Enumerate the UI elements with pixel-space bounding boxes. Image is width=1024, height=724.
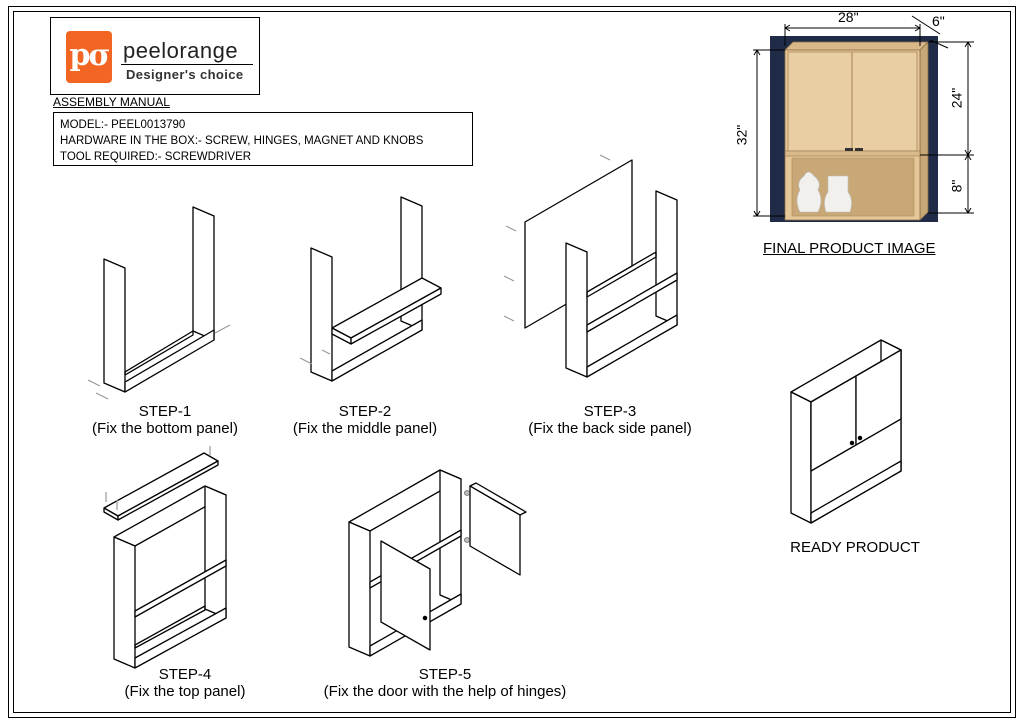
brand-name: peelorange xyxy=(123,38,239,63)
dimension-lines xyxy=(753,15,974,217)
tool-line: TOOL REQUIRED:- SCREWDRIVER xyxy=(60,151,252,163)
step1-title: STEP-1 xyxy=(138,403,192,420)
step1-label: STEP-1 (Fix the bottom panel) xyxy=(75,403,255,437)
final-product-caption: FINAL PRODUCT IMAGE xyxy=(763,240,936,257)
step4-drawing xyxy=(103,446,227,669)
step2-drawing xyxy=(299,196,442,382)
manual-title: ASSEMBLY MANUAL xyxy=(53,95,170,109)
model-line: MODEL:- PEEL0013790 xyxy=(60,119,186,131)
ready-product-label: READY PRODUCT xyxy=(790,539,920,556)
step4-title: STEP-4 xyxy=(158,666,212,683)
logo-box: pσ peelorange Designer's choice xyxy=(50,17,260,95)
step5-label: STEP-5 (Fix the door with the help of hi… xyxy=(300,666,590,700)
step3-title: STEP-3 xyxy=(583,403,637,420)
step1-drawing xyxy=(87,206,231,400)
step2-desc: (Fix the middle panel) xyxy=(292,420,438,437)
hardware-line: HARDWARE IN THE BOX:- SCREW, HINGES, MAG… xyxy=(60,135,424,147)
ready-product-drawing xyxy=(790,339,902,524)
dim-width: 28" xyxy=(838,9,859,25)
brand-tagline: Designer's choice xyxy=(126,67,244,82)
final-product-photo xyxy=(770,36,938,222)
dim-upper: 24" xyxy=(948,87,965,109)
sheet-inner-border xyxy=(13,11,1011,713)
brand-divider xyxy=(121,64,253,65)
step4-label: STEP-4 (Fix the top panel) xyxy=(90,666,280,700)
brand-logo-icon: pσ xyxy=(66,31,112,83)
sheet-border xyxy=(8,6,1016,718)
step2-label: STEP-2 (Fix the middle panel) xyxy=(270,403,460,437)
dim-lower: 8" xyxy=(948,179,965,193)
step3-drawing xyxy=(503,154,678,378)
step3-desc: (Fix the back side panel) xyxy=(528,420,692,437)
step5-drawing xyxy=(348,469,527,657)
step4-desc: (Fix the top panel) xyxy=(124,683,246,700)
step1-desc: (Fix the bottom panel) xyxy=(92,420,238,437)
dim-height: 32" xyxy=(733,124,750,146)
step3-label: STEP-3 (Fix the back side panel) xyxy=(505,403,715,437)
info-box: MODEL:- PEEL0013790 HARDWARE IN THE BOX:… xyxy=(53,112,473,166)
step5-title: STEP-5 xyxy=(418,666,472,683)
step2-title: STEP-2 xyxy=(338,403,392,420)
dim-depth: 6" xyxy=(932,13,945,29)
step5-desc: (Fix the door with the help of hinges) xyxy=(323,683,567,700)
